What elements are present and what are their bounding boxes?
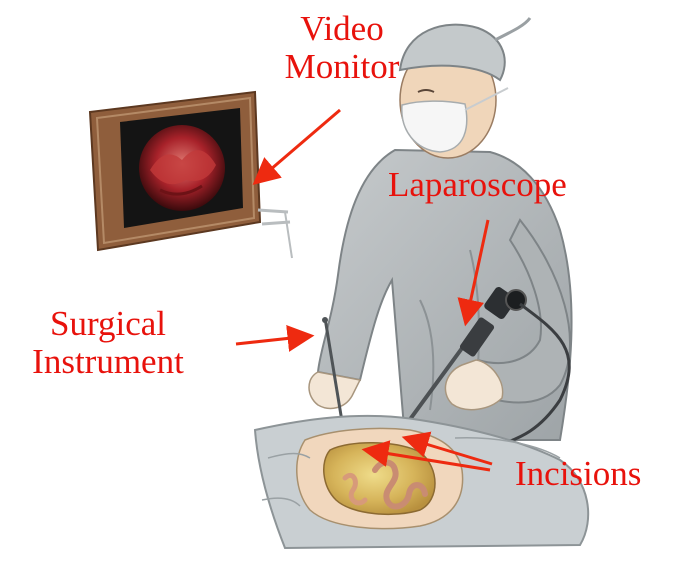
label-incisions: Incisions <box>515 455 641 493</box>
label-video-monitor-line2: Monitor <box>272 48 412 86</box>
arrow-video-monitor <box>256 110 340 182</box>
label-laparoscope: Laparoscope <box>388 166 567 204</box>
video-monitor-icon <box>90 92 292 258</box>
label-video-monitor: Video Monitor <box>272 10 412 86</box>
label-surgical-instrument: Surgical Instrument <box>18 305 198 381</box>
arrow-surgical-instrument <box>236 336 310 344</box>
label-video-monitor-line1: Video <box>272 10 412 48</box>
label-surgical-instrument-line1: Surgical <box>18 305 198 343</box>
label-surgical-instrument-line2: Instrument <box>18 343 198 381</box>
